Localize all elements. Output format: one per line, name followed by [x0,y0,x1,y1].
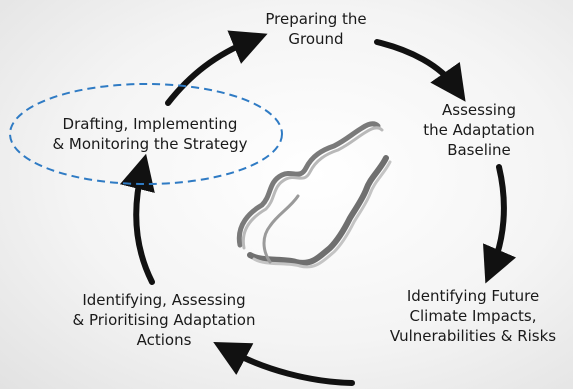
landmass-outline-graphic [236,121,392,269]
step-label-line: Preparing the [265,10,367,28]
step-label-line: & Prioritising Adaptation [72,311,256,329]
step-label-line: the Adaptation [423,121,535,139]
step-label-line: Ground [288,30,344,48]
cycle-arrow-icon [119,153,155,285]
cycle-arrow-icon [483,164,517,284]
step-preparing-the-ground: Preparing the Ground [252,9,380,49]
cycle-arrow-icon [165,30,268,106]
step-prioritising-actions: Identifying, Assessing & Prioritising Ad… [58,290,270,350]
step-label-line: Assessing [442,101,516,119]
step-drafting-strategy: Drafting, Implementing & Monitoring the … [26,114,274,154]
step-assessing-baseline: Assessing the Adaptation Baseline [400,100,558,160]
dashed-highlight-ellipse [9,83,283,185]
step-label-line: Vulnerabilities & Risks [389,327,557,345]
step-label-line: Drafting, Implementing [62,115,238,133]
step-label-line: Actions [136,331,192,349]
cycle-arrow-icon [374,39,466,102]
step-label-line: Identifying Future [406,287,540,305]
step-label-line: Baseline [447,141,511,159]
step-identifying-future-impacts: Identifying Future Climate Impacts, Vuln… [378,286,568,346]
step-label-line: & Monitoring the Strategy [52,135,248,153]
cycle-arrow-icon [213,342,355,386]
step-label-line: Identifying, Assessing [82,291,246,309]
step-label-line: Climate Impacts, [409,307,537,325]
